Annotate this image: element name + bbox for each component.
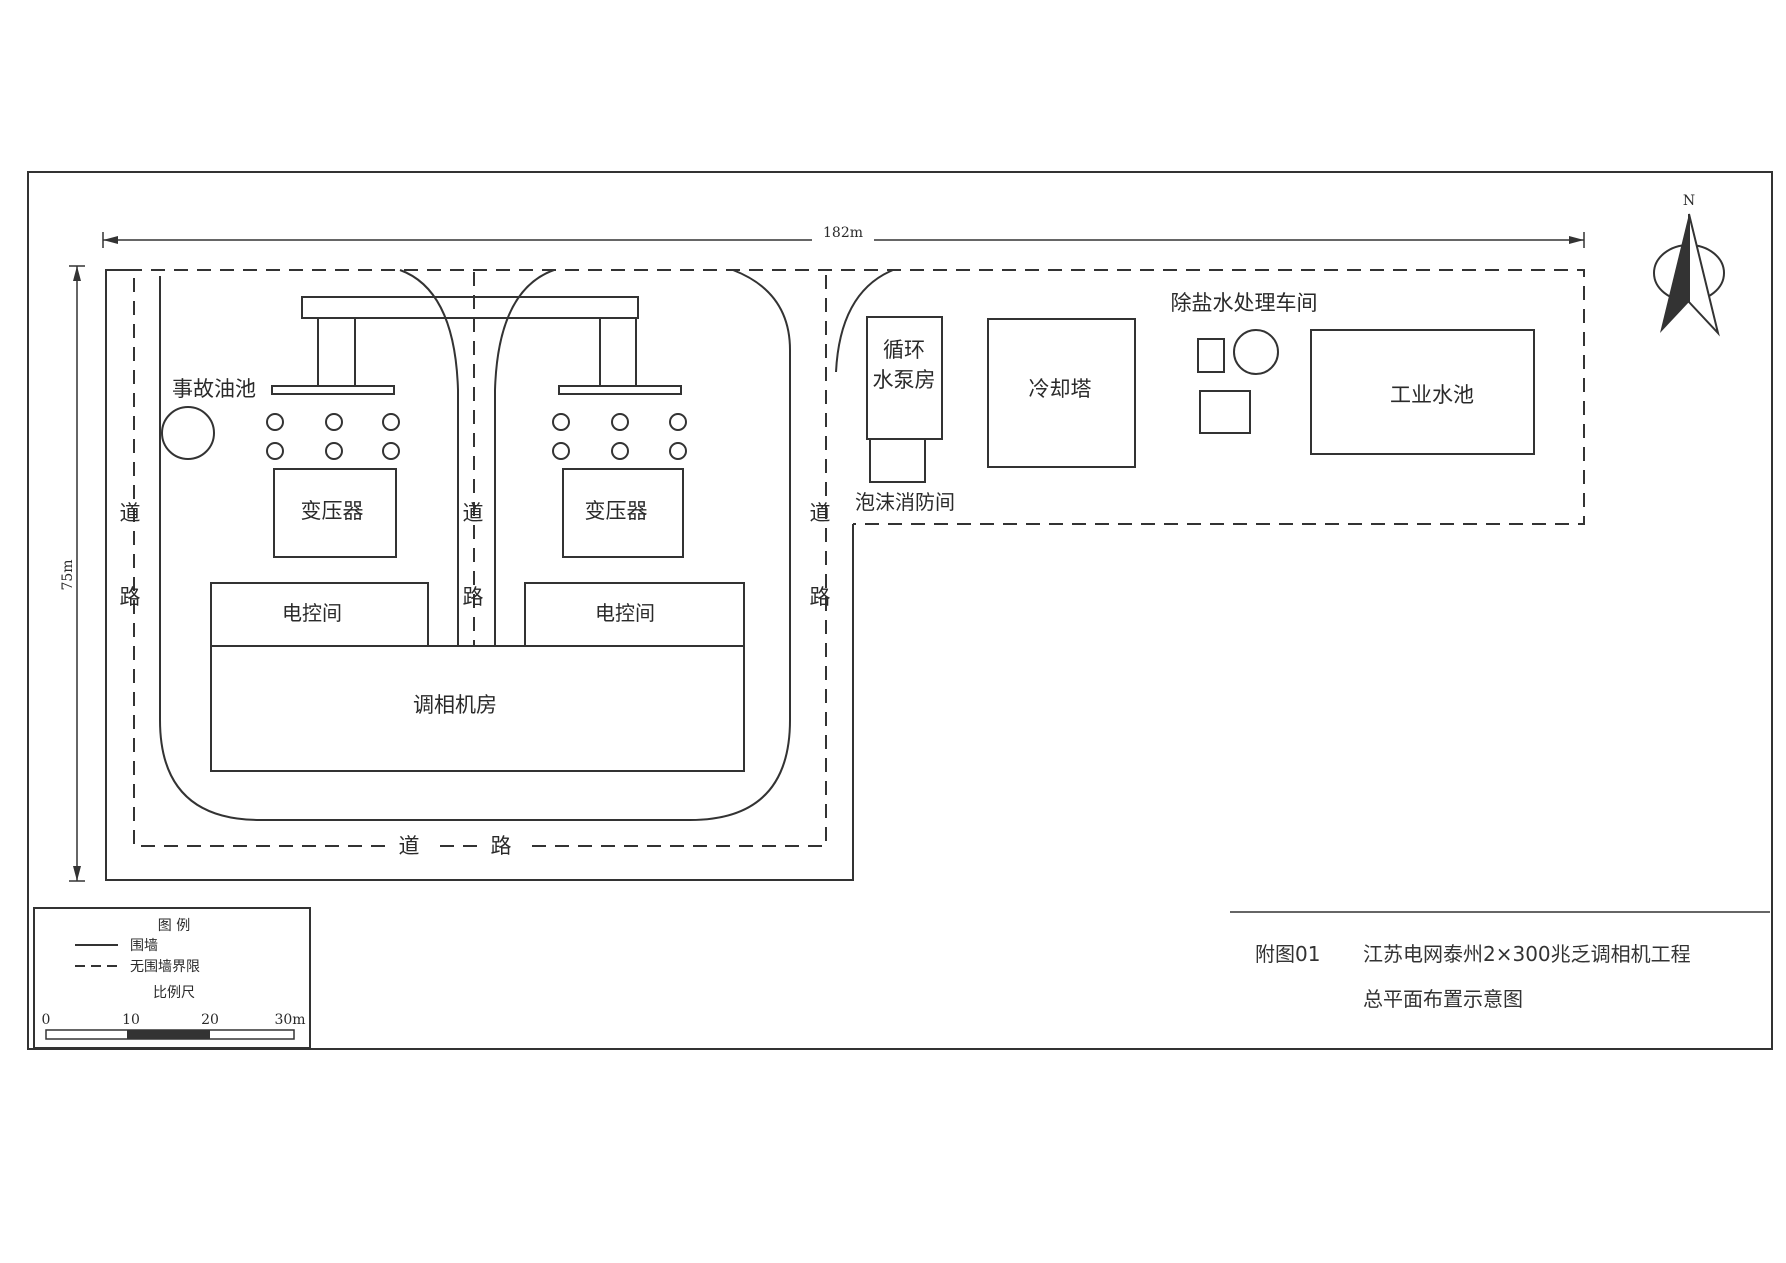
svg-text:道: 道 — [463, 501, 484, 525]
site-wall — [105, 269, 854, 881]
scale-tick-0: 0 — [42, 1012, 51, 1028]
road-labels: 道 路 道 路 道 路 道 路 — [120, 501, 831, 860]
transformer-right — [562, 468, 684, 558]
industrial-pool — [1310, 329, 1535, 455]
legend-scale-title: 比例尺 — [153, 985, 195, 1001]
bushings-left — [266, 413, 400, 460]
desalination-label: 除盐水处理车间 — [1171, 291, 1318, 315]
oil-pool-circle — [161, 406, 215, 460]
transformer-left-label: 变压器 — [301, 499, 364, 523]
svg-text:道: 道 — [120, 501, 141, 525]
busbar-gantry — [271, 296, 682, 395]
scale-tick-20: 20 — [201, 1012, 219, 1028]
control-room-left-label: 电控间 — [282, 601, 342, 625]
industrial-pool-label: 工业水池 — [1390, 383, 1474, 407]
bushings-right — [552, 413, 687, 460]
caption-title-line1: 江苏电网泰州2×300兆乏调相机工程 — [1363, 942, 1691, 966]
cooling-tower-label: 冷却塔 — [1029, 377, 1092, 401]
legend-wall: 围墙 — [130, 938, 158, 954]
control-room-right-label: 电控间 — [595, 601, 655, 625]
road-curves — [159, 269, 894, 821]
scale-tick-30: 30m — [274, 1012, 305, 1028]
transformer-left — [273, 468, 397, 558]
legend: 图 例 围墙 无围墙界限 比例尺 0 10 20 30m — [33, 907, 311, 1049]
legend-title: 图 例 — [158, 918, 190, 934]
condenser-building — [210, 582, 745, 772]
svg-text:路: 路 — [491, 834, 512, 858]
cooling-tower — [987, 318, 1136, 468]
north-arrow-icon — [1653, 213, 1725, 337]
foam-fire-room — [869, 438, 926, 483]
foam-fire-room-label: 泡沫消防间 — [855, 490, 955, 514]
scale-tick-10: 10 — [122, 1012, 140, 1028]
desalination-equipment — [1197, 329, 1279, 434]
svg-text:道: 道 — [810, 501, 831, 525]
road-lines — [133, 272, 827, 847]
site-boundary-dashed — [128, 269, 1585, 525]
caption-figure-no: 附图01 — [1255, 942, 1320, 966]
dimension-height-label: 75m — [60, 559, 76, 590]
svg-text:路: 路 — [120, 585, 141, 609]
pump-house-label-2: 水泵房 — [873, 368, 936, 392]
north-label: N — [1683, 193, 1695, 209]
transformer-right-label: 变压器 — [585, 499, 648, 523]
svg-text:路: 路 — [810, 585, 831, 609]
condenser-hall-label: 调相机房 — [413, 693, 497, 717]
legend-boundary: 无围墙界限 — [130, 959, 200, 975]
drawing-frame — [27, 171, 1773, 1050]
caption-title-line2: 总平面布置示意图 — [1363, 987, 1523, 1011]
svg-text:路: 路 — [463, 585, 484, 609]
dimension-width-label: 182m — [823, 225, 863, 241]
dimension-height — [69, 265, 85, 882]
svg-text:道: 道 — [399, 834, 420, 858]
oil-pool-label: 事故油池 — [172, 377, 256, 401]
pump-house-label-1: 循环 — [883, 338, 925, 362]
